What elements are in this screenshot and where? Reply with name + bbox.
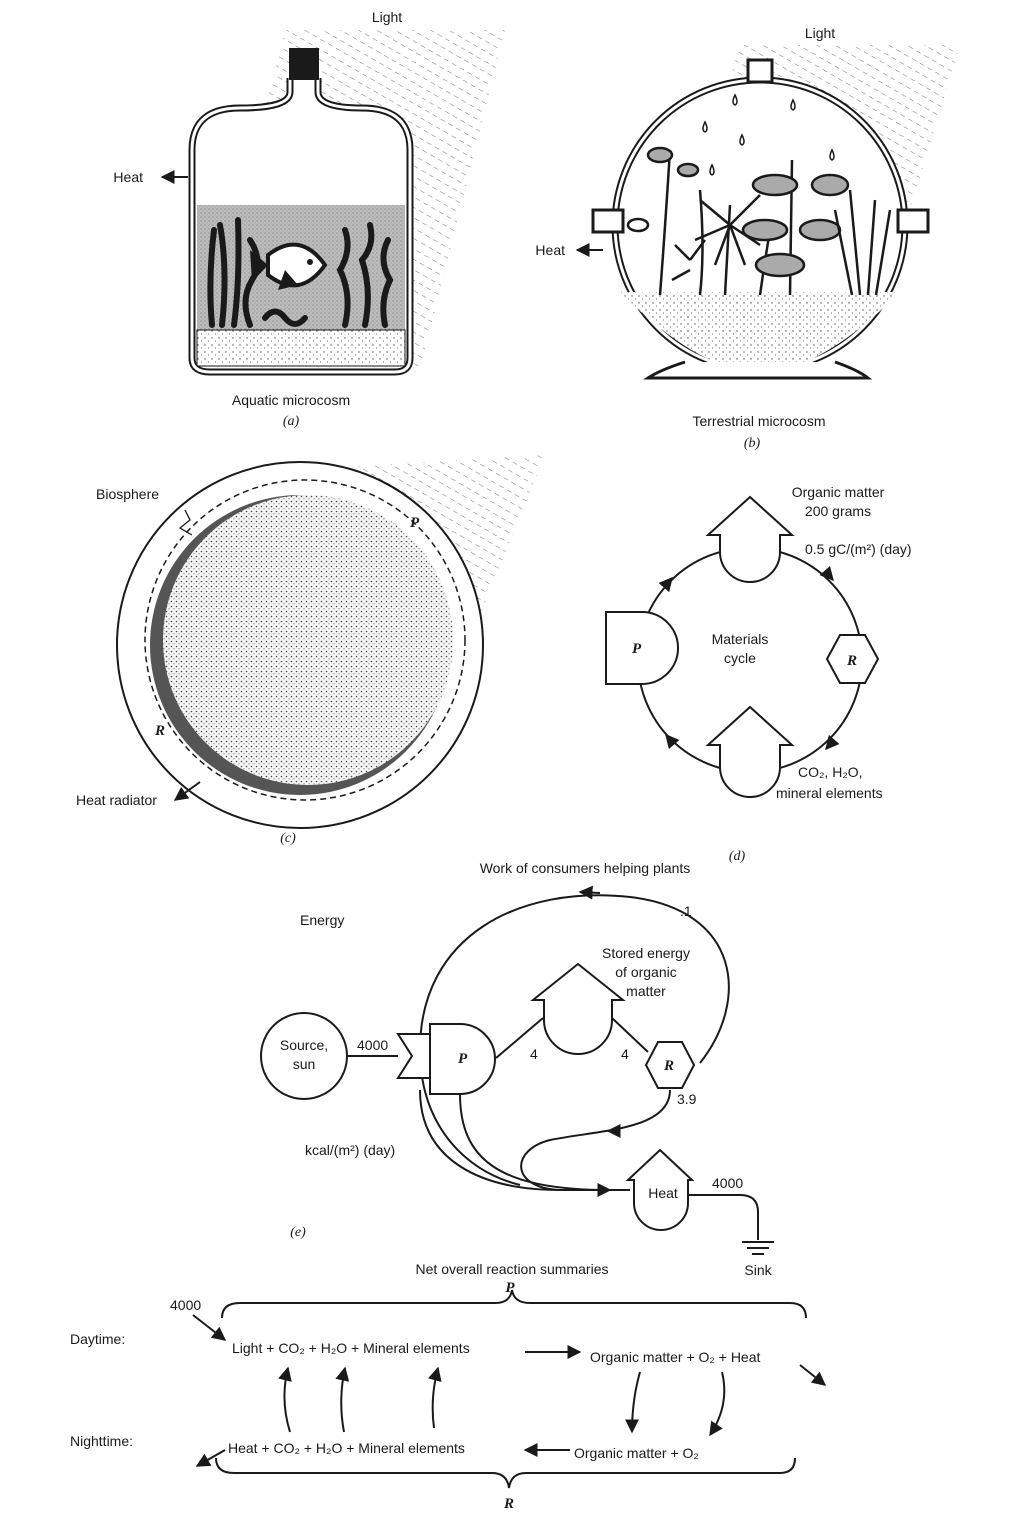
- side-port-right: [896, 208, 930, 234]
- r-label: R: [503, 1496, 514, 1512]
- condensation-drops: [702, 93, 835, 176]
- day-products: Organic matter + O₂ + Heat: [590, 1349, 761, 1365]
- work-label: Work of consumers helping plants: [480, 860, 691, 876]
- panel-e-energy-flow: Work of consumers helping plants Energy …: [260, 860, 774, 1278]
- top-port: [746, 58, 774, 84]
- co2-label: CO₂, H₂O,: [798, 764, 863, 780]
- p-label: P: [458, 1051, 468, 1067]
- producer-p-symbol: [429, 1023, 496, 1095]
- aquatic-plants: [207, 217, 394, 328]
- panel-letter: (e): [290, 1225, 306, 1240]
- sink-label: Sink: [744, 1262, 772, 1278]
- panel-d-materials-cycle: Organic matter 200 grams 0.5 gC/(m²) (da…: [605, 484, 912, 864]
- bottom-sediment: [196, 329, 406, 367]
- heat-value: 4000: [712, 1175, 743, 1191]
- sphere-base: [643, 360, 873, 380]
- producer-p-symbol: [605, 611, 679, 685]
- biosphere-label: Biosphere: [96, 486, 159, 502]
- cycle-label: cycle: [724, 650, 756, 666]
- r-label: R: [846, 653, 857, 669]
- stored-energy-storage: [530, 962, 626, 1055]
- heat-radiator-arrow: [173, 781, 201, 801]
- nighttime-label: Nighttime:: [70, 1433, 133, 1449]
- r-brace: [215, 1457, 796, 1489]
- heat-storage: [625, 1148, 695, 1231]
- flow-value-1: 4: [530, 1046, 538, 1062]
- r-label: R: [154, 723, 165, 739]
- terrestrial-plants: [626, 146, 892, 296]
- day-reactants: Light + CO₂ + H₂O + Mineral elements: [232, 1340, 470, 1356]
- organic-matter-label: Organic matter: [792, 484, 885, 500]
- panel-b-terrestrial-microcosm: Light Heat Terrestrial microcosm (b): [535, 25, 960, 451]
- rate-label: 0.5 gC/(m²) (day): [805, 541, 912, 557]
- panel-a-aquatic-microcosm: Light Heat Aquatic microcosm (a): [113, 9, 505, 429]
- input-value: 4000: [170, 1297, 201, 1313]
- energy-label: Energy: [300, 912, 344, 928]
- biosphere-pointer: [178, 509, 193, 536]
- earth: [163, 495, 453, 785]
- input-value: 4000: [357, 1037, 388, 1053]
- heat-label: Heat: [535, 242, 565, 258]
- panel-letter: (d): [729, 849, 746, 864]
- fish: [250, 242, 328, 290]
- units-label: kcal/(m²) (day): [305, 1142, 395, 1158]
- grams-label: 200 grams: [805, 503, 871, 519]
- light-label: Light: [805, 25, 835, 41]
- soil: [620, 292, 900, 372]
- work-loop: [418, 894, 730, 1186]
- night-products: Heat + CO₂ + H₂O + Mineral elements: [228, 1440, 465, 1456]
- panel-title: Aquatic microcosm: [232, 392, 350, 408]
- panel-letter: (a): [283, 414, 300, 429]
- stored-energy-label-1: Stored energy: [602, 945, 690, 961]
- source-label-1: Source,: [280, 1037, 328, 1053]
- flow-value-2: 4: [621, 1046, 629, 1062]
- materials-label: Materials: [712, 631, 769, 647]
- organic-matter-storage: [705, 495, 795, 583]
- heat-label: Heat: [113, 169, 143, 185]
- panel-title: Terrestrial microcosm: [692, 413, 825, 429]
- p-label: P: [632, 641, 642, 657]
- p-label: P: [410, 515, 420, 531]
- stored-energy-label-2: of organic: [615, 964, 676, 980]
- panel-c-biosphere: Biosphere P R Heat radiator (c): [76, 455, 545, 846]
- biosphere-boundary: [144, 479, 466, 801]
- heat-label: Heat: [648, 1185, 678, 1201]
- light-label: Light: [372, 9, 402, 25]
- co2-storage: [705, 705, 795, 798]
- panel-letter: (c): [280, 831, 296, 846]
- daytime-label: Daytime:: [70, 1331, 125, 1347]
- bottle-cork: [289, 48, 319, 80]
- source-label-2: sun: [293, 1056, 316, 1072]
- consumer-r-symbol: [644, 1041, 696, 1089]
- side-port-left: [591, 208, 625, 234]
- r-loss-value: 3.9: [677, 1091, 697, 1107]
- p-label: P: [505, 1280, 515, 1296]
- input-gate: [396, 1033, 431, 1079]
- work-value: .1: [680, 903, 692, 919]
- r-label: R: [663, 1058, 674, 1074]
- night-reactants: Organic matter + O₂: [574, 1445, 699, 1461]
- stored-energy-label-3: matter: [626, 983, 666, 999]
- p-heat-flow: [459, 1093, 601, 1191]
- heat-radiator-label: Heat radiator: [76, 792, 157, 808]
- reaction-summaries: Net overall reaction summaries P 4000 Da…: [70, 1261, 827, 1512]
- consumer-r-symbol: [825, 634, 880, 684]
- summary-title: Net overall reaction summaries: [416, 1261, 609, 1277]
- panel-letter: (b): [744, 436, 761, 451]
- heat-to-sink: [688, 1194, 759, 1240]
- p-brace: [221, 1289, 807, 1319]
- flow-storage-r: [611, 1017, 649, 1053]
- flow-p-storage: [495, 1017, 544, 1059]
- minerals-label: mineral elements: [776, 785, 883, 801]
